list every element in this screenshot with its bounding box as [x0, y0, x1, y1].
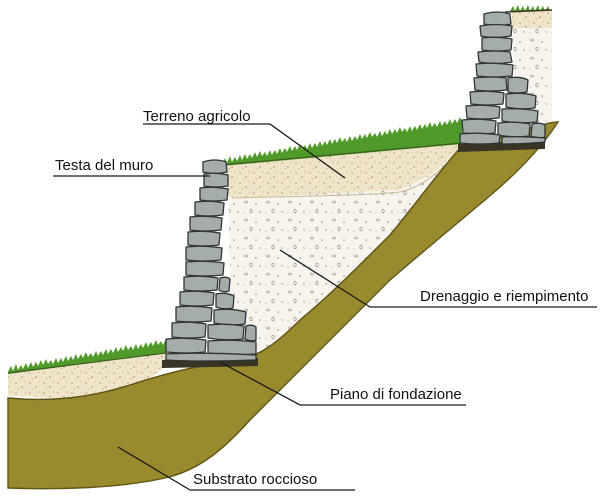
leader-line-terreno: [143, 123, 346, 179]
upper-soil-layer: [512, 10, 552, 28]
mid-drainage-fill: [228, 150, 460, 350]
leader-line-piano: [219, 361, 466, 406]
upper-stone-wall: [459, 11, 546, 145]
label-terreno-agricolo: Terreno agricolo: [143, 108, 251, 125]
bedrock-inner-edge: [7, 145, 463, 401]
lower-grass: [8, 337, 183, 374]
label-drenaggio-riempimento: Drenaggio e riempimento: [420, 288, 588, 305]
label-substrato-roccioso: Substrato roccioso: [193, 471, 317, 488]
upper-ground-line: [504, 9, 553, 13]
agricultural-soil-layer: [225, 142, 462, 198]
mid-grass: [222, 117, 462, 166]
lower-ground-line: [7, 352, 167, 374]
mid-ground-line: [221, 142, 463, 166]
label-piano-fondazione: Piano di fondazione: [330, 386, 462, 403]
mid-soil-lower-boundary: [231, 151, 459, 199]
lower-soil-layer: [8, 352, 168, 398]
label-testa-del-muro: Testa del muro: [55, 157, 153, 174]
leader-line-drenaggio: [279, 249, 597, 308]
leader-line-substrato: [117, 446, 355, 491]
lower-stone-wall: [165, 159, 257, 362]
